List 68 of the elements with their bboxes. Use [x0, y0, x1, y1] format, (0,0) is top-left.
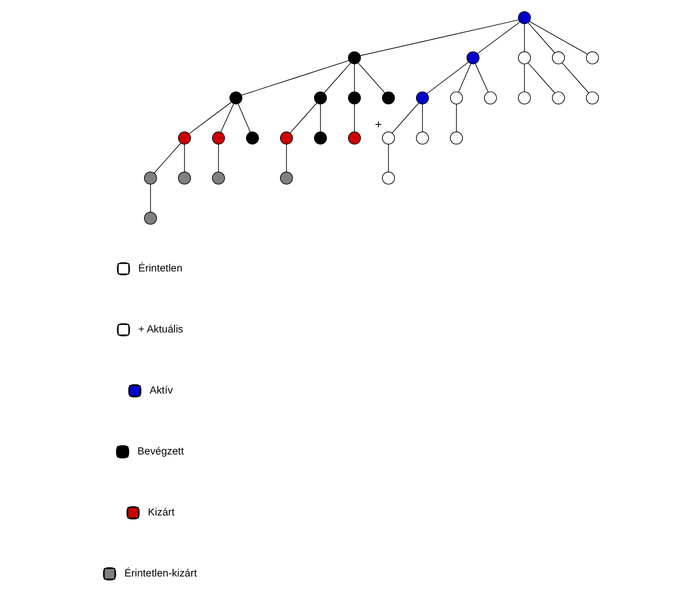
connector — [354, 64, 355, 92]
node-circle — [450, 132, 463, 144]
node-circle — [382, 91, 395, 104]
node-circle — [416, 132, 429, 144]
legend-label: Bevégzett — [137, 446, 184, 458]
node-circle — [212, 132, 225, 144]
node-circle — [144, 172, 157, 185]
node-circle — [178, 132, 191, 144]
connector — [392, 102, 420, 134]
connector — [358, 62, 386, 94]
connector — [524, 64, 525, 92]
node-circle — [450, 91, 463, 104]
node-circle — [586, 51, 599, 64]
legend-label: + Aktuális — [138, 324, 184, 336]
legend-label: Kizárt — [148, 508, 175, 519]
connector — [426, 62, 469, 94]
node-circle — [552, 91, 565, 104]
connector — [458, 63, 472, 92]
connector — [529, 21, 588, 54]
connector — [188, 102, 232, 134]
connector — [320, 104, 321, 132]
node-circle — [484, 91, 497, 104]
node-circle — [586, 91, 599, 104]
legend-label: Érintetlen — [138, 263, 182, 274]
connector — [422, 104, 423, 132]
connector — [241, 60, 350, 96]
node-circle — [518, 91, 531, 104]
connector — [524, 24, 525, 52]
connector — [477, 22, 520, 54]
connector — [290, 102, 318, 134]
node-circle — [144, 212, 157, 225]
connector — [528, 22, 556, 54]
connector — [150, 184, 151, 212]
connector — [562, 62, 590, 94]
node-circle — [212, 172, 225, 185]
node-circle — [552, 51, 565, 64]
node-circle — [314, 91, 327, 104]
node-circle — [348, 51, 361, 64]
node-circle — [348, 91, 361, 104]
node-circle — [466, 51, 480, 64]
connector — [184, 144, 185, 172]
connector — [388, 144, 389, 172]
legend-label: Érintetlen-kizárt — [124, 568, 197, 580]
node-circle — [246, 132, 259, 144]
node-circle — [280, 172, 293, 185]
connector — [286, 144, 287, 172]
connector — [238, 103, 251, 133]
node-circle — [382, 172, 395, 185]
connector — [528, 62, 556, 94]
connector — [218, 144, 219, 172]
node-circle — [229, 91, 242, 104]
legend-label: Aktív — [150, 385, 173, 396]
node-circle — [178, 172, 191, 185]
connector — [324, 62, 352, 94]
node-circle — [280, 132, 293, 144]
node-circle — [518, 51, 531, 64]
connector — [220, 103, 234, 133]
connector — [456, 104, 457, 132]
node-circle — [348, 132, 361, 144]
node-label: + — [374, 118, 382, 132]
node-circle — [314, 132, 327, 144]
node-circle — [518, 11, 531, 24]
connector — [354, 104, 355, 132]
connector — [154, 142, 182, 174]
node-circle — [382, 132, 395, 144]
node-circle — [416, 91, 429, 104]
connector — [474, 63, 489, 92]
connector — [360, 20, 519, 56]
